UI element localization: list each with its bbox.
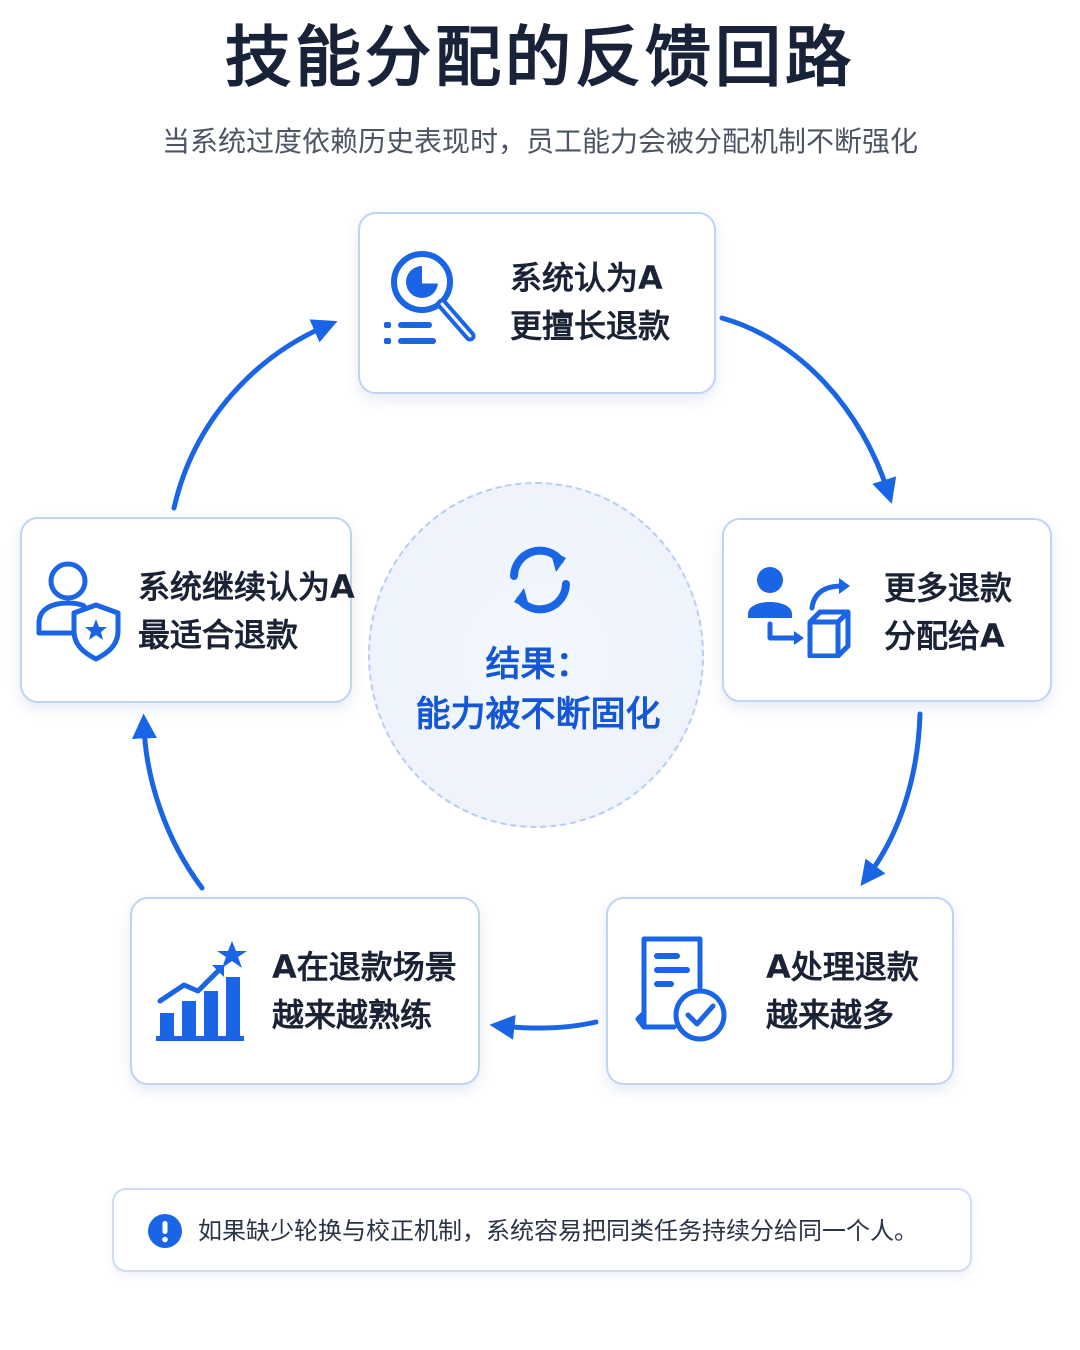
step-card-system-judges: 系统认为A 更擅长退款 — [358, 212, 716, 394]
step-text-line2: 最适合退款 — [138, 616, 299, 654]
page-title: 技能分配的反馈回路 — [225, 19, 855, 96]
exclamation-circle-icon — [148, 1214, 182, 1248]
step-card-more-assigned: 更多退款 分配给A — [722, 518, 1052, 702]
arrow-bottom-right-to-bottom-left — [489, 1014, 599, 1040]
step-text-line2: 更擅长退款 — [510, 307, 671, 345]
step-card-handles-more: A处理退款 越来越多 — [606, 897, 954, 1085]
arrow-left-to-top — [171, 319, 338, 511]
step-card-more-skilled: A在退款场景 越来越熟练 — [130, 897, 480, 1085]
step-text-line1: 系统认为A — [510, 259, 663, 297]
arrow-right-to-bottom-right — [860, 711, 923, 887]
warning-note: 如果缺少轮换与校正机制，系统容易把同类任务持续分给同一个人。 — [112, 1188, 972, 1272]
step-text-line2: 越来越熟练 — [272, 996, 433, 1034]
refresh-cycle-icon — [510, 546, 570, 614]
assign-task-icon — [748, 567, 851, 658]
document-check-icon — [635, 936, 727, 1042]
step-text: A处理退款 越来越多 — [766, 943, 919, 1039]
step-text: 系统认为A 更擅长退款 — [510, 254, 670, 350]
result-text: 能力被不断固化 — [415, 695, 661, 735]
step-text-line2: 越来越多 — [766, 996, 895, 1034]
arrow-top-to-right — [719, 315, 897, 504]
data-analysis-magnifier-icon — [384, 251, 476, 344]
step-text: 系统继续认为A 最适合退款 — [138, 563, 355, 659]
step-text: 更多退款 分配给A — [884, 564, 1012, 660]
step-text-line1: A处理退款 — [766, 948, 919, 986]
result-label: 结果： — [485, 645, 591, 685]
warning-note-text: 如果缺少轮换与校正机制，系统容易把同类任务持续分给同一个人。 — [198, 1217, 918, 1245]
step-text-line2: 分配给A — [884, 617, 1005, 655]
growth-chart-star-icon — [156, 941, 247, 1041]
step-text-line1: A在退款场景 — [272, 948, 457, 986]
page-subtitle: 当系统过度依赖历史表现时，员工能力会被分配机制不断强化 — [161, 125, 918, 158]
result-circle: 结果： 能力被不断固化 — [368, 482, 704, 828]
step-card-system-continues: 系统继续认为A 最适合退款 — [20, 517, 355, 703]
step-text-line1: 系统继续认为A — [138, 568, 355, 606]
arrow-bottom-left-to-left — [131, 713, 205, 891]
step-text-line1: 更多退款 — [884, 569, 1013, 607]
user-shield-star-icon — [36, 561, 121, 662]
step-text: A在退款场景 越来越熟练 — [272, 943, 457, 1039]
